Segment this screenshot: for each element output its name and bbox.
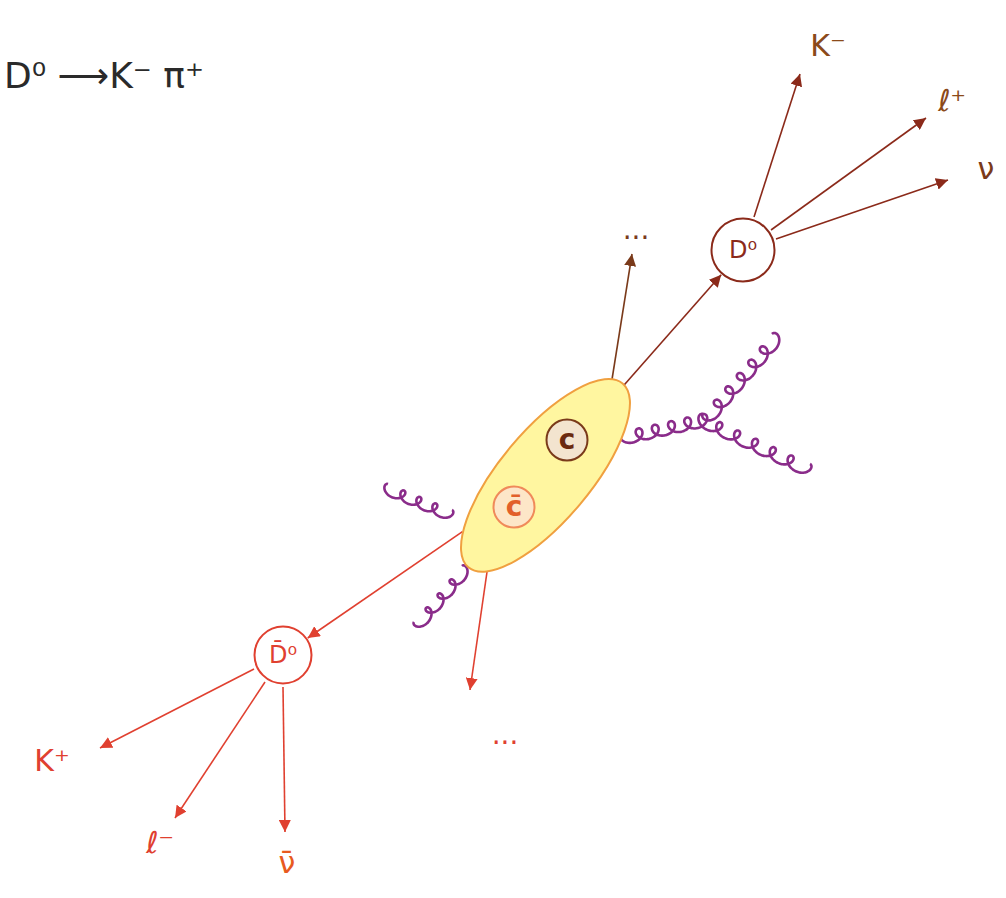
decay-arrow <box>308 532 463 638</box>
ellipsis-label: ... <box>623 215 650 246</box>
gluon-line <box>698 414 811 473</box>
ellipsis-label: ... <box>492 720 519 751</box>
gluon-line <box>384 484 453 518</box>
particle-label: K⁻ <box>810 29 846 62</box>
gluon-line <box>619 414 707 443</box>
decay-arrow <box>754 74 800 217</box>
decay-arrow <box>470 565 488 690</box>
particle-label: ν̄ <box>279 846 296 879</box>
decay-arrow <box>100 669 254 748</box>
node-text: c̄ <box>506 492 523 523</box>
particle-label: ν <box>978 152 995 185</box>
d-meson-circle: D⁰ <box>710 217 776 283</box>
ccbar-pair-ellipse: c c̄ <box>459 377 632 574</box>
anti-d-meson-circle: D̄⁰ <box>253 625 313 685</box>
particle-label: ℓ⁺ <box>938 84 966 117</box>
charm-quark-circle: c <box>545 418 589 462</box>
anticharm-quark-circle: c̄ <box>492 485 536 529</box>
node-text: D̄⁰ <box>269 642 297 668</box>
node-text: D⁰ <box>729 237 757 263</box>
ellipse-outline <box>459 377 632 574</box>
reaction-title: D⁰ ⟶K⁻ π⁺ <box>4 56 204 96</box>
decay-arrow <box>283 687 285 832</box>
decay-arrow <box>175 682 265 818</box>
node-text: c <box>559 425 576 456</box>
particle-label: ℓ⁻ <box>146 826 174 859</box>
decay-arrow <box>776 180 948 239</box>
decay-arrow <box>610 254 632 392</box>
particle-label: K⁺ <box>34 744 70 777</box>
gluon-line <box>414 565 468 626</box>
decay-arrow <box>771 118 926 230</box>
gluon-line <box>702 333 779 420</box>
decay-arrow <box>624 275 721 385</box>
